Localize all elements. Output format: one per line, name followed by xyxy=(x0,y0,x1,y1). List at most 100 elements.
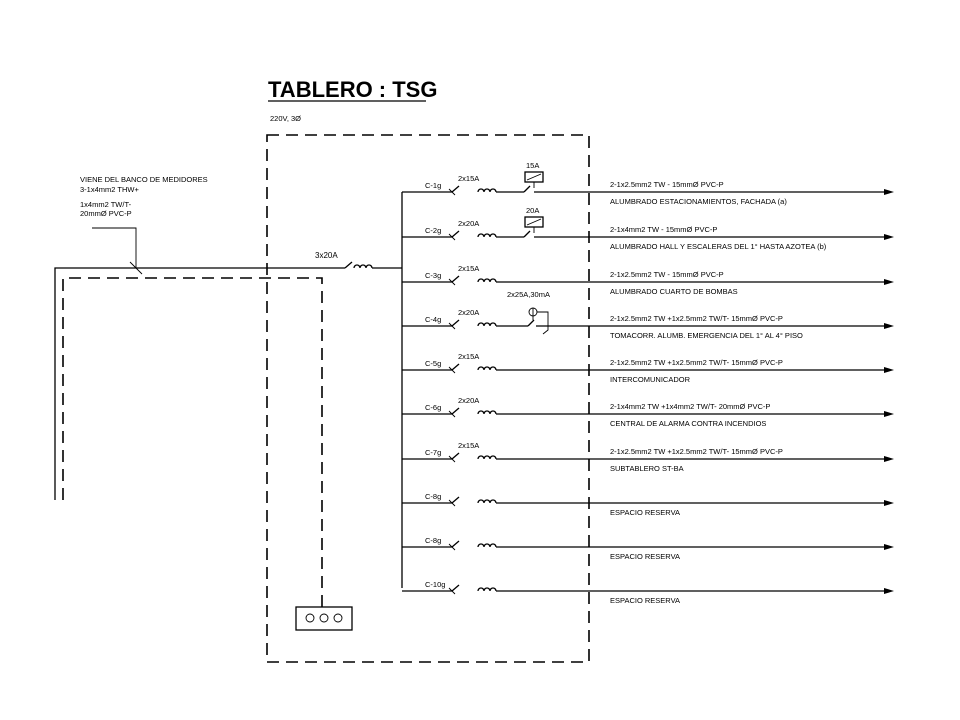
circuit-description: ESPACIO RESERVA xyxy=(610,596,680,605)
circuit-row: 15A C-1g 2x15A 2-1x2.5mm2 TW - 15mmØ PVC-P A… xyxy=(402,161,894,206)
cable-spec: 2-1x2.5mm2 TW - 15mmØ PVC-P xyxy=(610,180,724,189)
breaker-rating: 2x15A xyxy=(458,441,479,450)
circuit-id: C-8g xyxy=(425,536,441,545)
feeder-conductor xyxy=(54,267,345,500)
rcd-label: 2x25A,30mA xyxy=(507,290,550,299)
thermal-element xyxy=(477,188,497,193)
circuit-description: TOMACORR. ALUMB. EMERGENCIA DEL 1° AL 4°… xyxy=(610,331,803,340)
arrow-head-icon xyxy=(884,279,894,285)
circuit-id: C-1g xyxy=(425,181,441,190)
breaker-contact xyxy=(451,230,460,238)
voltage-label: 220V, 3Ø xyxy=(270,114,301,123)
arrow-head-icon xyxy=(884,456,894,462)
circuit-id: C-6g xyxy=(425,403,441,412)
arrow-head-icon xyxy=(884,367,894,373)
circuit-id: C-2g xyxy=(425,226,441,235)
circuit-row: C-5g 2x15A 2-1x2.5mm2 TW +1x2.5mm2 TW/T- 1… xyxy=(402,352,894,384)
breaker-contact xyxy=(451,496,460,504)
panel-title: TABLERO : TSG xyxy=(268,77,437,102)
breaker-rating: 2x15A xyxy=(458,174,479,183)
main-breaker-symbol xyxy=(344,261,402,269)
main-breaker-label: 3x20A xyxy=(315,251,338,260)
circuit-id: C-5g xyxy=(425,359,441,368)
contactor-contact xyxy=(523,185,531,193)
circuit-id: C-8g xyxy=(425,492,441,501)
feeder-note: VIENE DEL BANCO DE MEDIDORES 3-1x4mm2 TH… xyxy=(80,175,208,218)
rcd-trip-link xyxy=(537,311,549,335)
ground-conductor xyxy=(62,277,323,607)
breaker-tick xyxy=(448,455,456,463)
cable-spec: 2-1x2.5mm2 TW +1x2.5mm2 TW/T- 15mmØ PVC-… xyxy=(610,447,783,456)
cable-spec: 2-1x4mm2 TW - 15mmØ PVC-P xyxy=(610,225,717,234)
circuit-row: 20A C-2g 2x20A 2-1x4mm2 TW - 15mmØ PVC-P ALU… xyxy=(402,206,894,251)
contactor-label: 20A xyxy=(526,206,539,215)
contactor-contact xyxy=(523,230,531,238)
breaker-contact xyxy=(451,363,460,371)
feeder-note-line4: 20mmØ PVC-P xyxy=(80,209,132,218)
thermal-element xyxy=(477,278,497,283)
breaker-contact xyxy=(451,275,460,283)
circuit-row: C-7g 2x15A 2-1x2.5mm2 TW +1x2.5mm2 TW/T- 1… xyxy=(402,441,894,473)
circuit-id: C-7g xyxy=(425,448,441,457)
thermal-element xyxy=(477,499,497,504)
circuit-description: ALUMBRADO HALL Y ESCALERAS DEL 1° HASTA … xyxy=(610,242,827,251)
ground-terminal-block xyxy=(295,606,353,631)
breaker-tick xyxy=(448,233,456,241)
panel-enclosure xyxy=(266,134,590,663)
cable-spec: 2-1x4mm2 TW +1x4mm2 TW/T- 20mmØ PVC-P xyxy=(610,402,770,411)
thermal-element xyxy=(477,366,497,371)
thermal-element xyxy=(477,410,497,415)
cable-spec: 2-1x2.5mm2 TW +1x2.5mm2 TW/T- 15mmØ PVC-… xyxy=(610,314,783,323)
circuit-description: SUBTABLERO ST-BA xyxy=(610,464,684,473)
feeder-note-line3: 1x4mm2 TW/T- xyxy=(80,200,132,209)
circuit-row: C-6g 2x20A 2-1x4mm2 TW +1x4mm2 TW/T- 20mmØ… xyxy=(402,396,894,428)
arrow-head-icon xyxy=(884,544,894,550)
breaker-tick xyxy=(448,366,456,374)
thermal-element xyxy=(477,233,497,238)
cable-spec: 2-1x2.5mm2 TW +1x2.5mm2 TW/T- 15mmØ PVC-… xyxy=(610,358,783,367)
thermal-element xyxy=(477,543,497,548)
circuit-description: CENTRAL DE ALARMA CONTRA INCENDIOS xyxy=(610,419,766,428)
circuit-description: ESPACIO RESERVA xyxy=(610,552,680,561)
rcd-contact xyxy=(527,319,535,327)
circuit-id: C-4g xyxy=(425,315,441,324)
breaker-tick xyxy=(448,410,456,418)
breaker-rating: 2x15A xyxy=(458,352,479,361)
breaker-contact xyxy=(451,185,460,193)
feeder-leader-line xyxy=(92,227,137,268)
circuit-description: ALUMBRADO CUARTO DE BOMBAS xyxy=(610,287,738,296)
arrow-head-icon xyxy=(884,323,894,329)
breaker-rating: 2x20A xyxy=(458,219,479,228)
breaker-tick xyxy=(448,543,456,551)
feeder-note-line2: 3-1x4mm2 THW+ xyxy=(80,185,139,194)
contactor-coil-mark xyxy=(526,218,542,226)
feeder-note-line1: VIENE DEL BANCO DE MEDIDORES xyxy=(80,175,208,184)
breaker-contact xyxy=(451,407,460,415)
contactor-label: 15A xyxy=(526,161,539,170)
arrow-head-icon xyxy=(884,588,894,594)
thermal-element xyxy=(477,455,497,460)
breaker-rating: 2x15A xyxy=(458,264,479,273)
arrow-head-icon xyxy=(884,234,894,240)
contactor-coil-mark xyxy=(526,173,542,181)
breaker-tick xyxy=(448,188,456,196)
breaker-contact xyxy=(451,452,460,460)
breaker-contact xyxy=(451,584,460,592)
breaker-rating: 2x20A xyxy=(458,308,479,317)
thermal-element xyxy=(477,587,497,592)
circuit-description: INTERCOMUNICADOR xyxy=(610,375,691,384)
arrow-head-icon xyxy=(884,411,894,417)
breaker-contact xyxy=(451,540,460,548)
breaker-rating: 2x20A xyxy=(458,396,479,405)
breaker-tick xyxy=(448,499,456,507)
circuit-row: 2x25A,30mA C-4g 2x20A 2-1x2.5mm2 TW +1x2.5m… xyxy=(402,290,894,340)
circuit-id: C-3g xyxy=(425,271,441,280)
breaker-contact xyxy=(451,319,460,327)
circuit-description: ALUMBRADO ESTACIONAMIENTOS, FACHADA (a) xyxy=(610,197,787,206)
breaker-tick xyxy=(448,587,456,595)
circuit-description: ESPACIO RESERVA xyxy=(610,508,680,517)
